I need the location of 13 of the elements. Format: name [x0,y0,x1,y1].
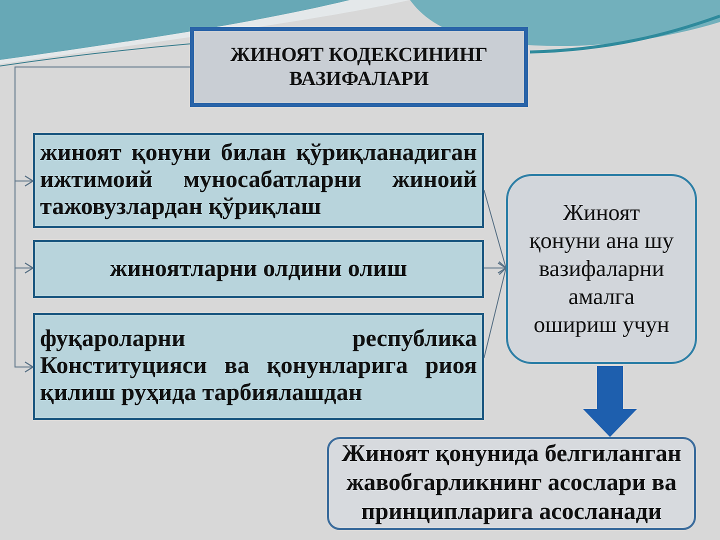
task-box [33,240,484,298]
title-text: ЖИНОЯТ КОДЕКСИНИНГ ВАЗИФАЛАРИ [229,43,489,91]
title-box [190,27,528,107]
task-text: жиноят қонуни билан қўриқланадиган ижтимоий муносабатларни жиноий тажовузлардан қўриқлаш [40,140,477,221]
task-text: жиноятларни олдини олиш [110,256,408,282]
connector-arrow [484,262,507,274]
condition-box [506,174,697,364]
result-text: Жиноят қонунида белгиланган жавобгарликнинг асослари ва принципларига асосланади [340,440,682,527]
task-box [33,133,484,228]
task-text: фуқароларни республика Конституцияси ва қонунларига риоя қилиш руҳида тарбиялашдан [40,326,477,407]
task-box [33,313,484,420]
condition-text: Жиноят қонуни ана шу вазифаларни амалга ошириш учун [528,199,675,339]
block-arrow [583,366,637,437]
